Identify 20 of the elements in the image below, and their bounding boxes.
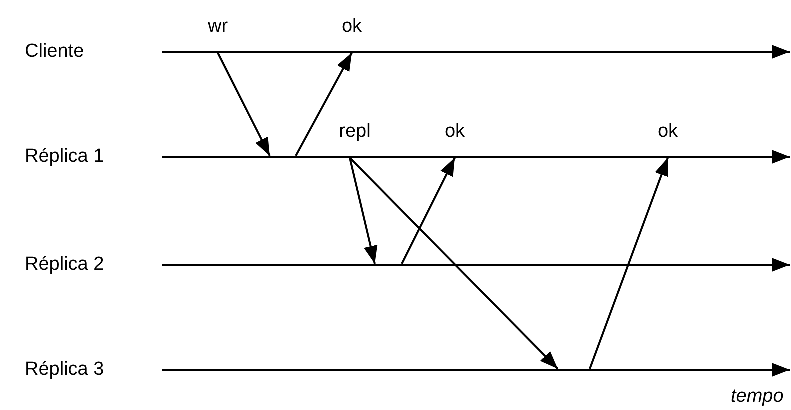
- process-label: Réplica 3: [25, 359, 104, 381]
- timeline: [162, 156, 774, 158]
- process-label: Réplica 2: [25, 254, 104, 276]
- timeline: [162, 369, 774, 371]
- time-arrow: [772, 150, 790, 164]
- message-arrow: [589, 158, 669, 370]
- process-label: Cliente: [25, 41, 84, 63]
- time-arrow: [772, 363, 790, 377]
- timeline: [162, 264, 774, 266]
- edge-label: repl: [337, 121, 373, 143]
- message-arrow: [349, 157, 559, 370]
- message-arrow: [401, 158, 456, 264]
- time-arrow: [772, 258, 790, 272]
- axis-label: tempo: [731, 387, 784, 407]
- timeline: [162, 51, 774, 53]
- message-arrow: [295, 52, 353, 156]
- message-arrow: [349, 158, 378, 264]
- time-arrow: [772, 45, 790, 59]
- message-arrow: [217, 52, 271, 156]
- process-label: Réplica 1: [25, 146, 104, 168]
